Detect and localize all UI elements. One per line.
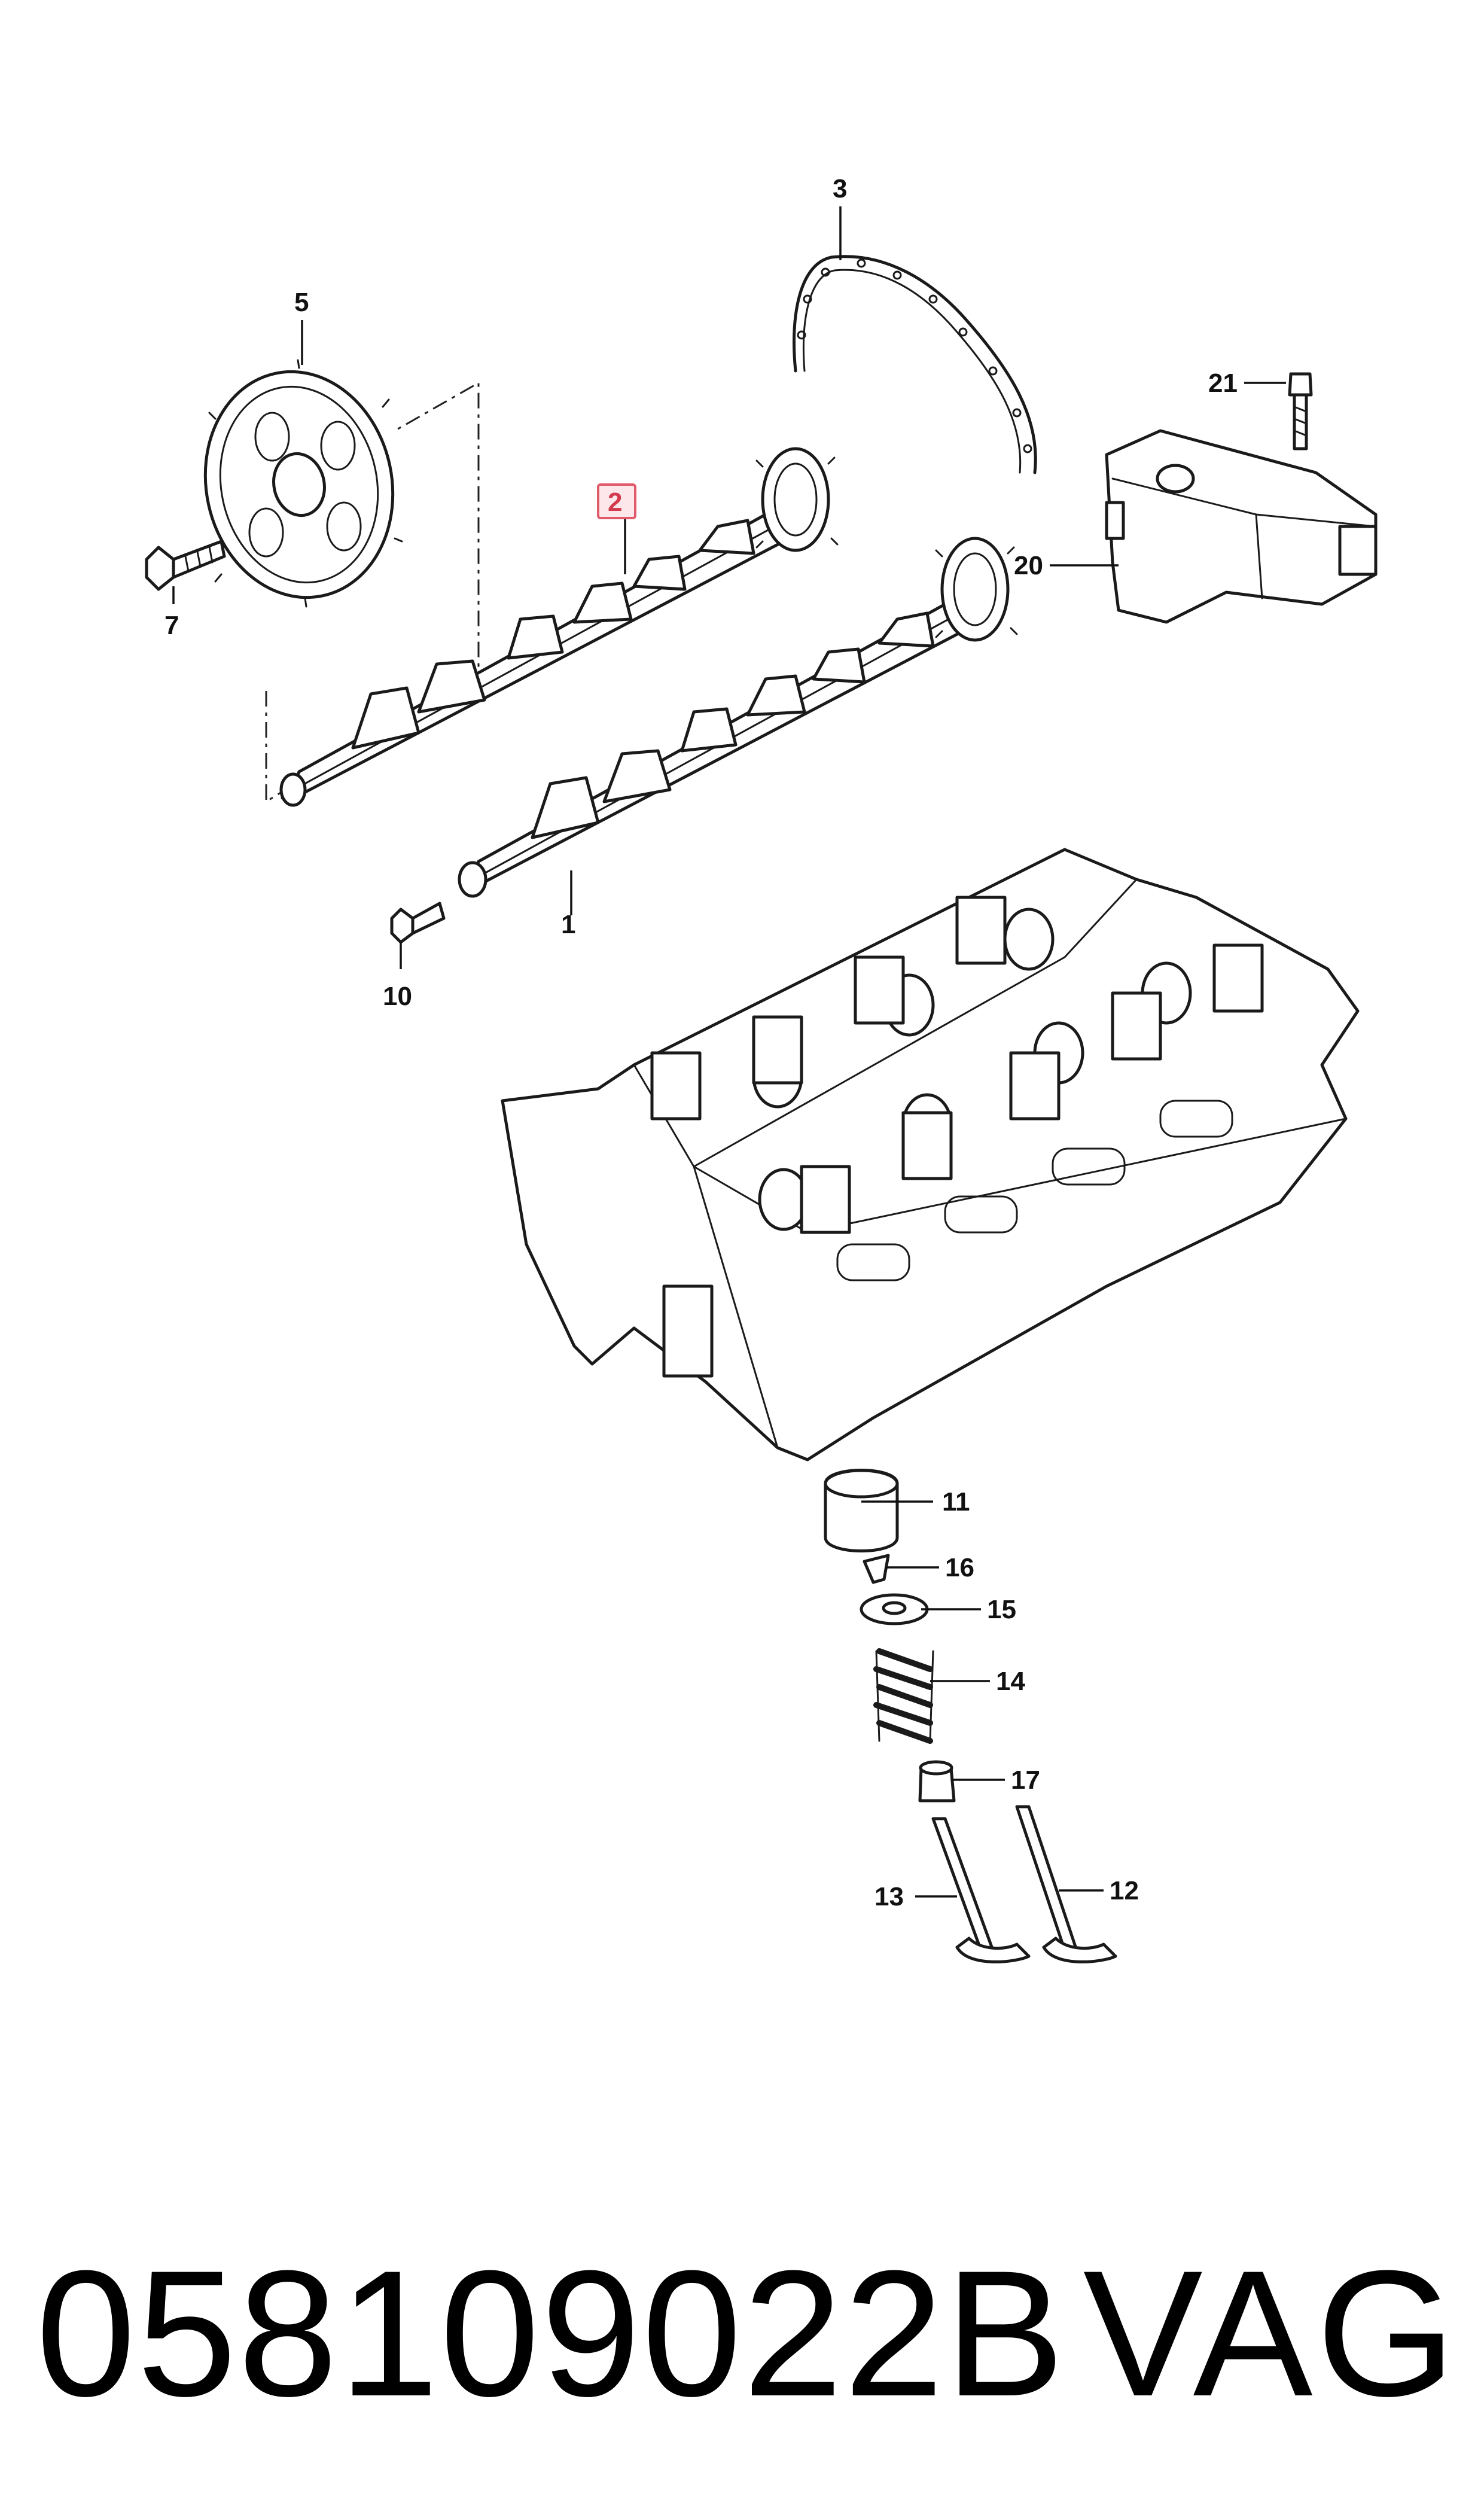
hydraulic-tappet [824,1469,899,1552]
valve-cotters [863,1554,890,1584]
leader-lines [172,206,1286,1898]
exhaust-valve [1015,1805,1117,1963]
callout-1: 1 [561,910,575,939]
valve-spring [873,1648,934,1744]
intake-camshaft [279,447,839,807]
callout-10: 10 [383,982,412,1011]
callout-12: 12 [1110,1876,1139,1905]
valve-spring-cap [860,1593,929,1625]
callout-2: 2 [608,488,622,517]
cylinder-head [501,848,1360,1462]
callout-21: 21 [1208,369,1238,398]
valve-stem-seal [918,1760,956,1803]
callout-14: 14 [996,1667,1025,1696]
footer-caption: 058109022B VAG [24,2225,1459,2441]
callout-20: 20 [1014,551,1043,580]
intake-valve [931,1817,1031,1963]
brand-name: VAG [1083,2233,1459,2434]
callout-13: 13 [874,1882,904,1911]
callout-15: 15 [987,1595,1016,1624]
timing-chain [793,255,1037,474]
callout-2-highlight [597,483,636,519]
adjuster-bolt [1288,372,1313,450]
camshaft-bolt [390,902,446,944]
sprocket-bolt [145,540,226,591]
camshaft-sprocket [203,359,480,803]
callout-16: 16 [945,1553,974,1582]
callout-17: 17 [1011,1765,1040,1795]
callout-7: 7 [164,611,179,640]
exhaust-camshaft [458,537,1018,898]
callout-labels: 1 2 3 5 7 10 11 12 13 14 15 16 17 20 21 [164,174,1238,1911]
callout-5: 5 [294,288,309,317]
part-number: 058109022B [36,2233,1066,2434]
camshaft-adjuster [1105,429,1378,624]
callout-11: 11 [942,1487,970,1517]
callout-3: 3 [833,174,847,203]
